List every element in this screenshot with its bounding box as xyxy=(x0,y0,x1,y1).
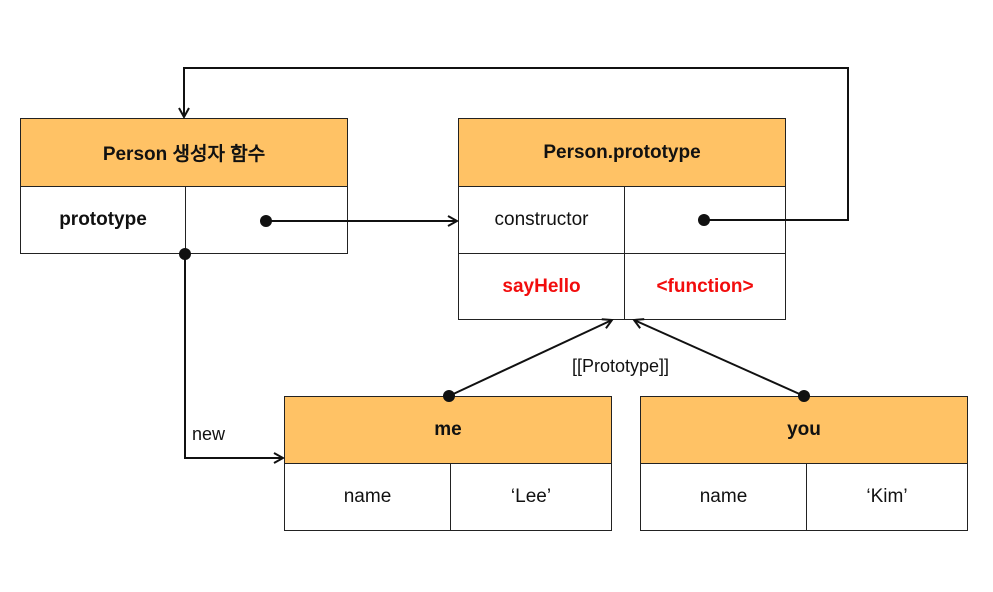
sayhello-key: sayHello xyxy=(458,253,625,320)
new-label: new xyxy=(192,424,226,444)
you-name-value: ‘Kim’ xyxy=(806,463,968,531)
you-name-key-label: name xyxy=(699,486,748,507)
new-arrow xyxy=(179,248,283,458)
person-constructor-title: Person 생성자 함수 xyxy=(102,144,266,165)
sayhello-key-label: sayHello xyxy=(502,275,581,297)
me-name-key: name xyxy=(284,463,451,531)
you-header: you xyxy=(640,396,968,464)
sayhello-value: <function> xyxy=(624,253,786,320)
me-title: me xyxy=(434,419,462,440)
person-constructor-header: Person 생성자 함수 xyxy=(20,118,348,187)
constructor-key-label: constructor xyxy=(494,209,589,230)
you-name-key: name xyxy=(640,463,807,531)
prototype-key-label: prototype xyxy=(59,209,147,230)
me-name-key-label: name xyxy=(343,486,392,507)
me-prototype-arrow xyxy=(443,320,612,402)
prototype-link-label: [[Prototype]] xyxy=(572,356,670,376)
me-header: me xyxy=(284,396,612,464)
you-prototype-arrow xyxy=(634,320,810,402)
person-prototype-title: Person.prototype xyxy=(543,141,701,163)
you-name-value-label: ‘Kim’ xyxy=(866,486,908,507)
constructor-pointer-arrow xyxy=(184,67,849,226)
sayhello-value-label: <function> xyxy=(656,275,754,297)
me-name-value: ‘Lee’ xyxy=(450,463,612,531)
prototype-pointer-arrow xyxy=(260,215,457,227)
you-title: you xyxy=(787,419,821,440)
me-name-value-label: ‘Lee’ xyxy=(510,486,552,507)
person-constructor-prototype-key: prototype xyxy=(20,186,186,254)
